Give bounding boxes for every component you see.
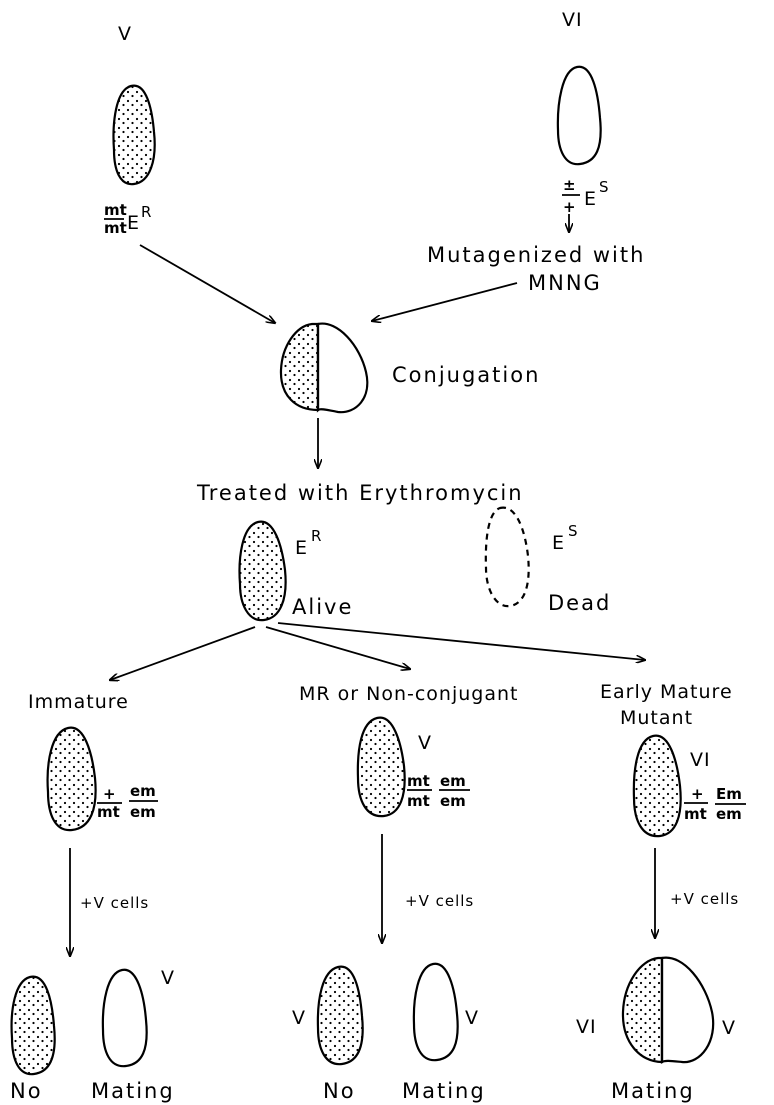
label-v-cells-1: +V cells [80, 894, 149, 912]
outcome-mr-word2: Mating [402, 1079, 486, 1103]
svg-text:R: R [141, 203, 152, 221]
svg-text:mt: mt [104, 201, 127, 219]
strain-label-vi-early: VI [690, 749, 711, 771]
cell-alive [240, 522, 286, 621]
arrow-to-immature [110, 627, 255, 680]
conjugating-pair [281, 324, 367, 413]
strain-label-vi: VI [562, 9, 583, 31]
svg-text:Em: Em [716, 785, 742, 803]
svg-text:+: + [103, 785, 116, 803]
label-immature: Immature [28, 691, 129, 713]
svg-text:mt: mt [684, 805, 707, 823]
svg-text:em: em [130, 782, 156, 800]
label-alive: Alive [292, 595, 353, 619]
svg-text:+: + [691, 785, 704, 803]
cell-immature [48, 728, 96, 831]
strain-label-v: V [118, 23, 132, 45]
label-mr: MR or Non-conjugant [299, 683, 518, 705]
svg-text:mt: mt [407, 792, 430, 810]
label-er: E [295, 537, 308, 559]
svg-text:E: E [127, 212, 140, 234]
svg-text:S: S [599, 178, 610, 196]
svg-text:R: R [311, 527, 322, 545]
mating-pair [623, 958, 713, 1062]
svg-text:mt: mt [104, 219, 127, 237]
label-dead: Dead [548, 591, 611, 615]
cell-v-parent [114, 86, 155, 185]
strain-label-v-outcome-2a: V [292, 1007, 306, 1029]
arrow-to-early-mature [278, 623, 645, 660]
cell-mr-outcome-b [414, 964, 458, 1060]
svg-text:em: em [440, 792, 466, 810]
cell-immature-outcome-b [103, 970, 147, 1066]
svg-text:em: em [440, 772, 466, 790]
strain-label-v-outcome-1: V [161, 967, 175, 989]
label-early-mature: Early Mature [600, 681, 733, 703]
genotype-mr: mt mt em em [407, 772, 470, 810]
outcome-mr-word1: No [323, 1079, 356, 1103]
svg-text:mt: mt [407, 772, 430, 790]
strain-label-v-mr: V [418, 732, 432, 754]
svg-text:em: em [130, 803, 156, 821]
genotype-vi-parent: ± + E S [562, 176, 610, 216]
outcome-immature-word2: Mating [91, 1079, 175, 1103]
genotype-early: + mt Em em [684, 785, 746, 823]
cell-immature-outcome-a [12, 977, 55, 1075]
outcome-early-word1: Mating [611, 1079, 695, 1103]
outcome-immature-word1: No [10, 1079, 43, 1103]
svg-text:mt: mt [97, 803, 120, 821]
label-conjugation: Conjugation [392, 363, 540, 387]
label-v-cells-2: +V cells [405, 892, 474, 910]
label-treated: Treated with Erythromycin [196, 481, 524, 505]
svg-text:S: S [568, 522, 579, 540]
svg-text:em: em [716, 805, 742, 823]
cell-vi-parent [558, 67, 601, 164]
cell-mr [358, 718, 405, 817]
cell-mr-outcome-a [318, 967, 363, 1065]
label-mutagenized: Mutagenized with [427, 243, 645, 267]
arrow-mnng-to-conjugation [372, 283, 517, 321]
cell-dead [486, 508, 529, 607]
arrow-v-to-conjugation [140, 245, 275, 323]
label-es: E [552, 532, 565, 554]
strain-label-v-outcome-2b: V [465, 1007, 479, 1029]
genotype-v-parent: mt mt E R [104, 201, 152, 237]
strain-label-vi-outcome: VI [576, 1016, 597, 1038]
cell-early-mature [634, 736, 681, 837]
svg-text:±: ± [563, 176, 576, 194]
svg-text:E: E [584, 188, 597, 210]
svg-text:+: + [563, 198, 576, 216]
strain-label-v-outcome-3: V [722, 1017, 736, 1039]
genotype-immature: + mt em em [97, 782, 158, 821]
label-mutant: Mutant [620, 707, 693, 729]
label-v-cells-3: +V cells [670, 890, 739, 908]
label-mnng: MNNG [528, 271, 602, 295]
